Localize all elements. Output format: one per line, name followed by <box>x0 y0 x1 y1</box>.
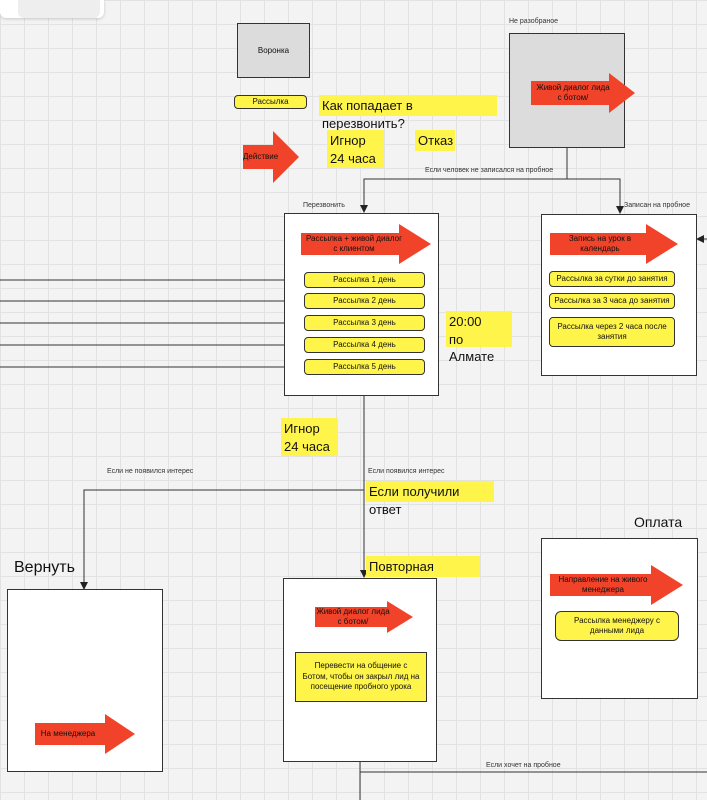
unsorted-arrow-shape <box>531 73 635 113</box>
repeat-arrow[interactable]: Живой диалог лида с ботом/ <box>315 601 413 633</box>
mailing-pill-label: Рассылка <box>252 97 289 107</box>
sticky-how-gets-to-callback[interactable]: Как попадает в перезвонить? <box>319 95 497 131</box>
repeat-arrow-line2: с ботом/ <box>337 617 369 626</box>
return-arrow[interactable]: На менеджера <box>35 714 135 754</box>
callback-arrow-line2: с клиентом <box>333 244 375 253</box>
edge-note-signed: Записан на пробное <box>624 202 690 209</box>
payment-pill-line2: данными лида <box>589 626 645 635</box>
sticky-ignore-mid-line2: 24 часа <box>284 438 330 454</box>
callback-day-4[interactable]: Рассылка 4 день <box>304 337 425 353</box>
callback-day-4-label: Рассылка 4 день <box>333 340 396 350</box>
unsorted-arrow-line2: с ботом/ <box>557 93 589 102</box>
sticky-ignore-top[interactable]: Игнор 24 часа <box>327 130 384 168</box>
edge-note-interest: Если появился интерес <box>368 468 445 475</box>
sticky-ignore-top-line2: 24 часа <box>330 150 376 166</box>
sticky-refusal-text: Отказ <box>418 133 454 148</box>
trial-item-1[interactable]: Рассылка за сутки до занятия <box>549 271 675 287</box>
top-toolbar[interactable] <box>0 0 104 18</box>
action-arrow-shape <box>243 131 299 183</box>
callback-day-3[interactable]: Рассылка 3 день <box>304 315 425 331</box>
trial-arrow-line2: календарь <box>580 244 620 253</box>
repeat-note[interactable]: Перевести на общение с Ботом, чтобы он з… <box>295 652 427 702</box>
sticky-refusal[interactable]: Отказ <box>415 130 455 151</box>
callback-day-2[interactable]: Рассылка 2 день <box>304 293 425 309</box>
payment-pill-line1: Рассылка менеджеру с <box>574 616 660 626</box>
return-arrow-shape <box>35 714 135 754</box>
callback-title: Перезвонить <box>303 202 345 209</box>
callback-arrow-shape <box>301 224 431 264</box>
funnel-label: Воронка <box>257 46 290 55</box>
payment-title: Оплата <box>634 514 683 530</box>
sticky-time-line2: по Алмате <box>449 331 495 365</box>
return-title: Вернуть <box>14 559 75 576</box>
trial-arrow-shape <box>550 224 678 264</box>
sticky-time[interactable]: 20:00 по Алмате <box>446 311 512 364</box>
sticky-time-line1: 20:00 <box>449 314 482 329</box>
repeat-note-line2: Ботом, чтобы он закрыл лид на <box>302 671 420 681</box>
trial-arrow-text: Запись на урок в календарь <box>550 234 650 253</box>
mailing-pill[interactable]: Рассылка <box>234 95 307 109</box>
trial-item-3[interactable]: Рассылка через 2 часа после занятия <box>549 317 675 347</box>
callback-day-3-label: Рассылка 3 день <box>333 318 396 328</box>
sticky-ignore-top-line1: Игнор <box>330 133 366 148</box>
edge-note-no-interest: Если не появился интерес <box>107 468 194 475</box>
trial-item-1-label: Рассылка за сутки до занятия <box>556 274 668 284</box>
callback-day-1-label: Рассылка 1 день <box>333 275 396 285</box>
callback-day-5-label: Рассылка 5 день <box>333 362 396 372</box>
action-arrow[interactable]: Действие <box>243 131 299 183</box>
trial-arrow[interactable]: Запись на урок в календарь <box>550 224 678 264</box>
trial-item-3-line2: занятия <box>597 332 627 341</box>
payment-arrow-text: Направление на живого менеджера <box>550 575 656 594</box>
unsorted-arrow-line1: Живой диалог лида <box>536 83 610 93</box>
callback-day-5[interactable]: Рассылка 5 день <box>304 359 425 375</box>
repeat-note-line1: Перевести на общение с <box>314 660 408 670</box>
callback-day-1[interactable]: Рассылка 1 день <box>304 272 425 288</box>
repeat-note-line3: посещение пробного урока <box>310 682 412 692</box>
edge-note-not-signed: Если человек не записался на пробное <box>425 167 554 174</box>
trial-item-2-label: Рассылка за 3 часа до занятия <box>554 296 670 306</box>
trial-item-2[interactable]: Рассылка за 3 часа до занятия <box>549 293 675 309</box>
trial-arrow-line1: Запись на урок в <box>568 234 632 244</box>
repeat-arrow-shape <box>315 601 413 633</box>
toolbar-icon-slot[interactable] <box>18 0 100 18</box>
callback-arrow-line1: Рассылка + живой диалог <box>305 234 402 244</box>
sticky-repeat[interactable]: Повторная ЗАпись <box>366 556 480 592</box>
repeat-arrow-line1: Живой диалог лида <box>316 607 390 617</box>
edge-note-wants-trial: Если хочет на пробное <box>486 762 561 769</box>
unsorted-arrow-text: Живой диалог лида с ботом/ <box>531 83 615 102</box>
trial-item-3-line1: Рассылка через 2 часа после <box>557 322 667 332</box>
payment-manager-pill[interactable]: Рассылка менеджеру с данными лида <box>555 611 679 641</box>
sticky-how-text: Как попадает в перезвонить? <box>322 98 413 131</box>
sticky-ignore-mid[interactable]: Игнор 24 часа <box>281 418 338 456</box>
callback-arrow-text: Рассылка + живой диалог с клиентом <box>301 234 407 253</box>
sticky-ignore-mid-line1: Игнор <box>284 421 320 436</box>
action-arrow-label: Действие <box>243 152 279 162</box>
payment-arrow-line1: Направление на живого <box>558 575 648 585</box>
unsorted-title: Не разобраное <box>509 18 559 25</box>
unsorted-arrow[interactable]: Живой диалог лида с ботом/ <box>531 73 635 113</box>
sticky-got-answer-text: Если получили ответ <box>369 484 460 517</box>
callback-arrow[interactable]: Рассылка + живой диалог с клиентом <box>301 224 431 264</box>
sticky-got-answer[interactable]: Если получили ответ <box>366 481 494 517</box>
callback-day-2-label: Рассылка 2 день <box>333 296 396 306</box>
payment-arrow-shape <box>550 565 683 605</box>
return-arrow-label: На менеджера <box>40 729 96 739</box>
funnel-box[interactable]: Воронка <box>237 23 310 78</box>
payment-arrow-line2: менеджера <box>581 585 624 594</box>
payment-arrow[interactable]: Направление на живого менеджера <box>550 565 683 605</box>
repeat-arrow-text: Живой диалог лида с ботом/ <box>315 607 391 626</box>
